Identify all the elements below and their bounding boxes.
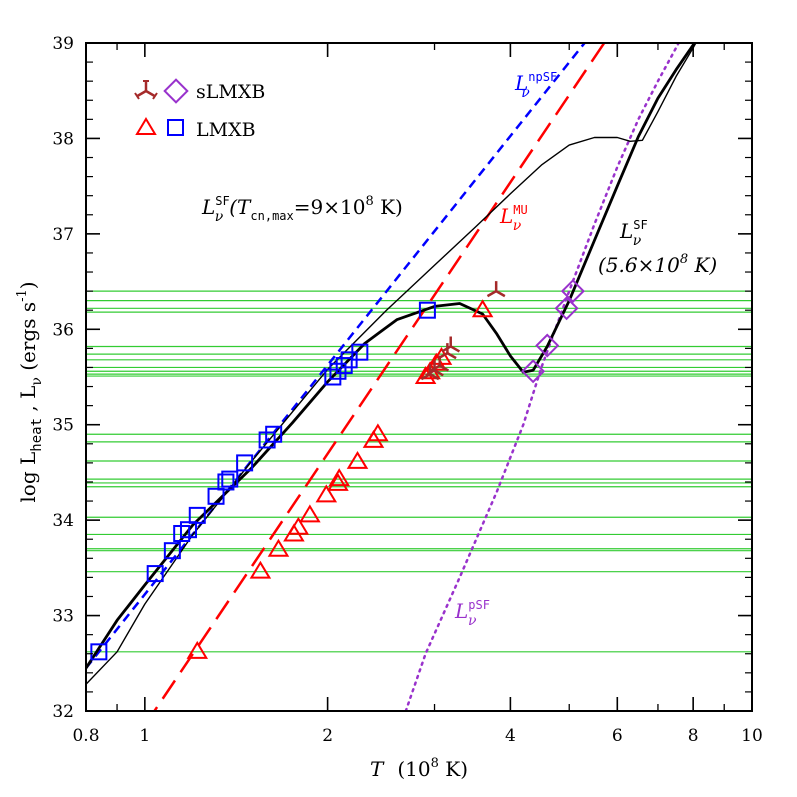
lmxb-square-point xyxy=(146,565,164,583)
axis-tick-labels: 0.8 1 2 4 6 8 10 32 33 34 35 36 37 38 39 xyxy=(52,34,762,746)
lmxb-square-point xyxy=(90,643,108,661)
lmxb-square-point xyxy=(188,506,206,524)
legend-triangle-marker xyxy=(135,117,157,135)
y-tick-label: 36 xyxy=(52,320,74,340)
curve-psf xyxy=(404,43,680,711)
lmxb-square-point xyxy=(217,473,235,491)
legend: sLMXB LMXB xyxy=(134,78,265,141)
slmxb-diamond-point xyxy=(554,296,579,321)
plot-frame xyxy=(85,42,753,712)
data-markers xyxy=(90,279,585,661)
lmxb-triangle-point xyxy=(346,450,369,469)
y-tick-label: 39 xyxy=(52,34,74,54)
lmxb-square-point xyxy=(265,425,283,443)
y-axis-title: log Lheat , Lν (ergs s-1) xyxy=(15,281,45,502)
reference-lines xyxy=(86,290,752,653)
legend-tripod-marker xyxy=(134,80,158,100)
y-tick-label: 34 xyxy=(52,511,74,531)
x-tick-label: 4 xyxy=(505,726,516,746)
lmxb-square-point xyxy=(221,470,239,488)
y-tick-label: 32 xyxy=(52,702,74,722)
y-tick-label: 37 xyxy=(52,225,74,245)
lmxb-triangle-point xyxy=(328,468,350,487)
annotation-sf-5p6e8-temp: (5.6×108 K) xyxy=(598,252,717,277)
y-tick-label: 33 xyxy=(52,607,74,627)
x-tick-label: 0.8 xyxy=(72,726,99,746)
lmxb-square-point xyxy=(207,487,225,505)
lmxb-square-point xyxy=(351,343,369,361)
lmxb-triangle-point xyxy=(299,504,321,523)
lmxb-square-point xyxy=(329,362,347,380)
slmxb-diamond-point xyxy=(560,279,585,304)
x-tick-label: 1 xyxy=(139,726,150,746)
lmxb-square-point xyxy=(236,454,254,472)
lmxb-triangle-point xyxy=(327,472,349,491)
slmxb-diamond-point xyxy=(521,359,546,384)
lmxb-square-point xyxy=(418,301,436,319)
y-tick-label: 38 xyxy=(52,129,74,149)
model-curves xyxy=(86,43,697,711)
lmxb-triangle-point xyxy=(430,346,453,365)
y-tick-label: 35 xyxy=(52,416,74,436)
curve-npsf xyxy=(86,43,587,669)
legend-label-lmxb: LMXB xyxy=(196,119,256,141)
legend-square-marker xyxy=(167,119,184,136)
x-tick-label: 10 xyxy=(741,726,763,746)
lmxb-square-point xyxy=(163,542,181,560)
x-tick-label: 6 xyxy=(612,726,623,746)
lmxb-square-point xyxy=(335,357,353,375)
x-tick-label: 8 xyxy=(688,726,699,746)
lmxb-triangle-point xyxy=(186,640,209,659)
axis-ticks xyxy=(85,42,753,712)
legend-item-lmxb: LMXB xyxy=(135,117,256,141)
lmxb-triangle-point xyxy=(267,538,290,557)
x-tick-label: 2 xyxy=(322,726,333,746)
legend-item-slmxb: sLMXB xyxy=(134,78,265,104)
slmxb-tripod-point xyxy=(486,281,506,298)
x-axis-title: T(108 K) xyxy=(370,756,468,781)
curve-mu xyxy=(152,43,606,711)
slmxb-tripod-point xyxy=(441,336,461,353)
lmxb-triangle-point xyxy=(315,484,338,503)
legend-label-slmxb: sLMXB xyxy=(196,81,265,103)
lmxb-triangle-point xyxy=(471,299,494,318)
legend-diamond-marker xyxy=(163,78,189,104)
lmxb-triangle-point xyxy=(287,516,310,535)
lmxb-square-point xyxy=(179,521,197,539)
lmxb-triangle-point xyxy=(367,423,389,442)
lmxb-triangle-point xyxy=(249,560,272,579)
lmxb-square-point xyxy=(324,368,342,386)
slmxb-diamond-point xyxy=(535,333,560,358)
